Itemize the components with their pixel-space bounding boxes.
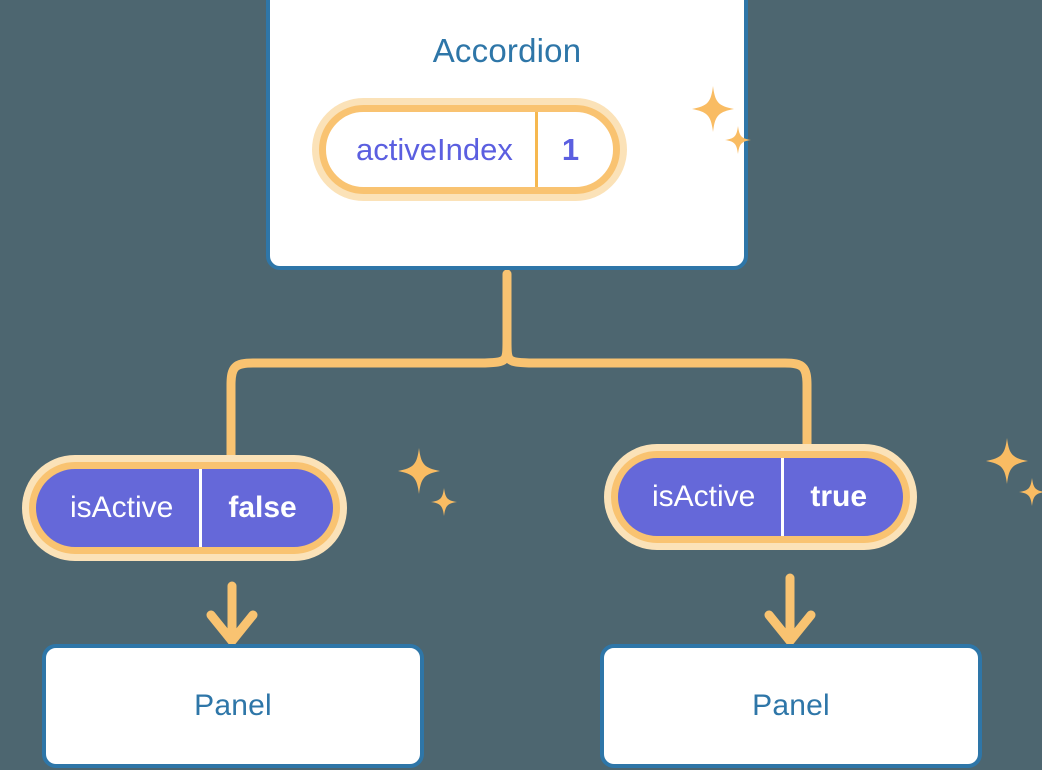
sparkle-cluster-true [986,438,1042,506]
state-pill-active-index[interactable]: activeIndex 1 [312,98,628,201]
state-pill-key: activeIndex [356,132,513,167]
component-title-accordion: Accordion [432,32,582,69]
state-pill-is-active-true[interactable]: isActive true [604,444,918,550]
state-pill-is-active-false[interactable]: isActive false [22,455,347,561]
state-pill-value: false [199,469,332,547]
sparkle-four-point-small-icon [431,488,457,516]
state-pill-value: 1 [534,112,613,187]
component-card-panel-left[interactable]: Panel [42,644,424,768]
sparkle-four-point-small-icon [1019,478,1042,506]
component-title-panel: Panel [752,689,830,722]
arrow-down-left [206,581,258,646]
state-pill-body: activeIndex 1 [319,105,621,194]
component-title-panel: Panel [194,689,272,722]
state-pill-key: isActive [652,480,756,513]
state-pill-body: isActive true [611,451,911,543]
arrow-down-right [764,573,816,646]
sparkle-four-point-icon [398,448,440,494]
state-pill-value: true [781,458,903,536]
state-pill-body: isActive false [29,462,340,554]
sparkle-four-point-icon [986,438,1028,484]
state-pill-key: isActive [70,491,174,524]
sparkle-cluster-false [398,448,457,516]
component-card-panel-right[interactable]: Panel [600,644,982,768]
